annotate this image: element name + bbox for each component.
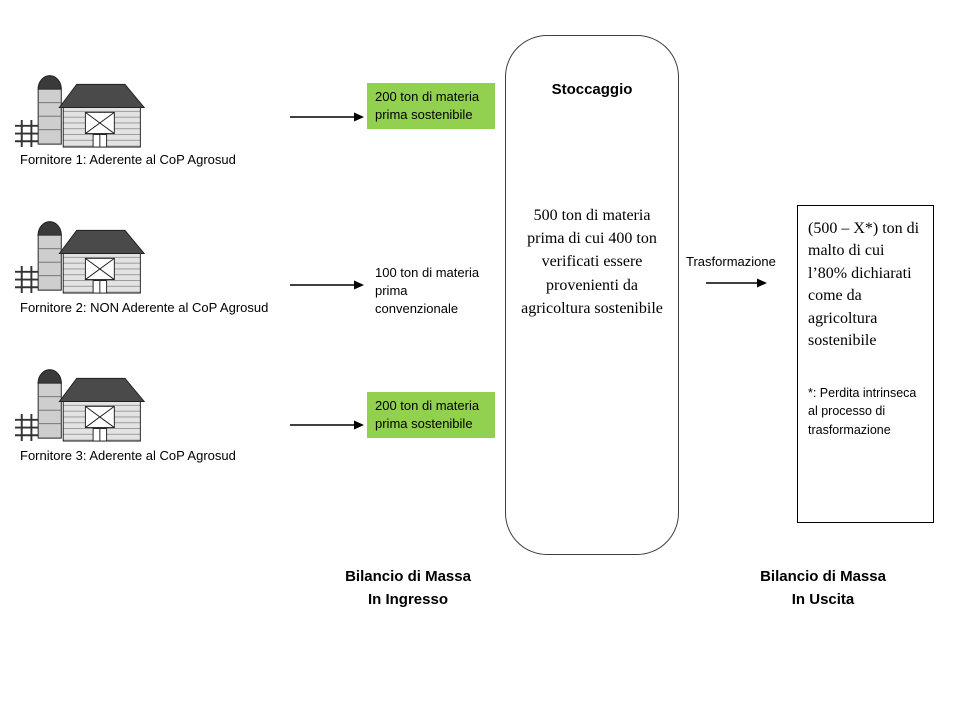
supplier-1-label: Fornitore 1: Aderente al CoP Agrosud [20,152,236,167]
farm-2-icon [15,208,150,300]
storage-container: Stoccaggio 500 ton di materia prima di c… [505,35,679,555]
farm-3-icon [15,356,150,448]
output-footnote: *: Perdita intrinseca al processo di tra… [808,386,917,437]
flow-3-quantity: 200 ton di materia prima sostenibile [367,392,495,439]
farm-1-icon [15,62,150,154]
storage-title: Stoccaggio [551,81,633,98]
flow-arrow-2-icon [290,278,365,297]
supplier-2-label: Fornitore 2: NON Aderente al CoP Agrosud [20,300,269,315]
storage-body-text: 500 ton di materia prima di cui 400 ton … [521,207,663,317]
flow-1-quantity: 200 ton di materia prima sostenibile [367,83,495,130]
flow-arrow-1-icon [290,110,365,129]
transformation-arrow-icon [706,276,768,295]
output-main-text: (500 – X*) ton di malto di cui l’80% dic… [808,220,920,349]
flow-2-quantity: 100 ton di materia prima convenzionale [375,265,480,317]
caption-mass-balance-input: Bilancio di Massa In Ingresso [345,568,471,608]
flow-arrow-3-icon [290,418,365,437]
transformation-label: Trasformazione [686,254,776,269]
caption-mass-balance-output: Bilancio di Massa In Uscita [760,568,886,608]
output-box: (500 – X*) ton di malto di cui l’80% dic… [797,205,934,523]
supplier-3-label: Fornitore 3: Aderente al CoP Agrosud [20,448,236,463]
